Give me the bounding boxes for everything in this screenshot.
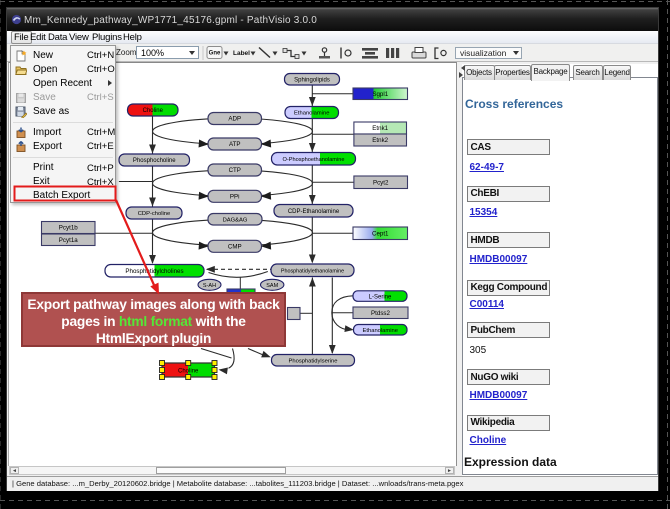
svg-text:Sgpl1: Sgpl1 [372,91,388,98]
svg-text:Choline: Choline [143,108,164,114]
svg-text:Phosphocholine: Phosphocholine [133,158,176,164]
svg-text:L-Serine: L-Serine [369,294,392,300]
svg-text:Sphingolipids: Sphingolipids [294,77,330,83]
svg-text:Ethanolamine: Ethanolamine [294,111,329,117]
svg-text:Choline: Choline [178,368,199,374]
svg-text:ADP: ADP [228,116,241,123]
svg-text:O-Phosphoethanolamine: O-Phosphoethanolamine [283,157,345,163]
svg-text:Ethanolamine: Ethanolamine [363,328,398,334]
svg-text:Etnk2: Etnk2 [372,137,388,144]
svg-text:PPi: PPi [230,194,240,201]
svg-text:Ptdss2: Ptdss2 [371,310,390,317]
svg-text:Phosphatidylcholines: Phosphatidylcholines [125,268,183,275]
svg-text:S-AH: S-AH [203,283,216,289]
svg-text:CDP-choline: CDP-choline [138,211,171,217]
svg-text:CMP: CMP [228,244,242,251]
svg-text:CTP: CTP [229,167,241,174]
svg-text:CDP-Ethanolamine: CDP-Ethanolamine [288,209,340,215]
svg-text:Cept1: Cept1 [372,230,389,237]
svg-text:Phosphatidylserine: Phosphatidylserine [289,358,338,364]
svg-text:Phosphatidylethanolamine: Phosphatidylethanolamine [281,268,344,274]
svg-text:Etnk1: Etnk1 [372,125,388,132]
svg-text:Pcyt2: Pcyt2 [373,179,389,186]
svg-text:ATP: ATP [229,141,241,148]
svg-text:Gne: Gne [209,51,221,57]
svg-text:Pcyt1a: Pcyt1a [59,237,78,244]
svg-text:Pcyt1b: Pcyt1b [59,225,78,232]
svg-text:DAG&AG: DAG&AG [223,217,248,223]
svg-text:SAM: SAM [266,283,278,289]
svg-text:Label: Label [233,50,250,57]
